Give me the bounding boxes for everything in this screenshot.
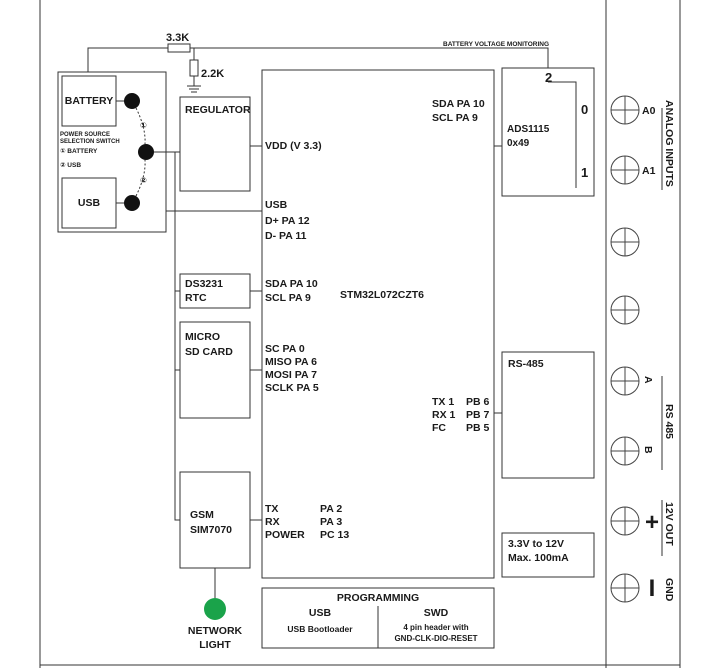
programming-title: PROGRAMMING (337, 592, 419, 604)
usb-label: USB (78, 197, 101, 209)
gsm-pin-power: POWER (265, 529, 305, 541)
battery-monitor-wire (87, 47, 549, 73)
minus-sign: I (649, 575, 656, 602)
battery-monitor-label: BATTERY VOLTAGE MONITORING (443, 41, 549, 48)
rs485-pin-tx: TX 1 (432, 396, 454, 408)
adc-channel-2: 2 (545, 70, 552, 85)
switch-throw-lines (135, 107, 146, 197)
analog-group-label: ANALOG INPUTS (663, 100, 675, 187)
out-group-label: 12V OUT (663, 502, 675, 546)
rtc-box (179, 273, 251, 309)
adc-channel-1: 1 (581, 165, 588, 180)
gsm-label-2: SIM7070 (190, 524, 232, 536)
gsm-port-power: PC 13 (320, 529, 349, 541)
gsm-pin-tx: TX (265, 503, 278, 515)
resistor-2k2-label: 2.2K (201, 68, 224, 80)
rs485-box (501, 351, 595, 479)
terminal-a-label: A (642, 376, 654, 384)
adc-channel-lines (548, 81, 577, 188)
power-bus-wires (154, 151, 262, 521)
resistor-3k3 (167, 43, 191, 53)
selector-option-2: ② USB (60, 162, 81, 169)
sdcard-pin-miso: MISO PA 6 (265, 356, 317, 368)
resistor-2k2 (189, 59, 199, 77)
sdcard-pin-sc: SC PA 0 (265, 343, 305, 355)
sdcard-box (179, 321, 251, 419)
sdcard-pin-mosi: MOSI PA 7 (265, 369, 317, 381)
gsm-port-rx: PA 3 (320, 516, 342, 528)
usb-pins-title: USB (265, 199, 288, 211)
rtc-label-2: RTC (185, 292, 207, 304)
gsm-pin-rx: RX (265, 516, 280, 528)
rs485-pin-rx: RX 1 (432, 409, 456, 421)
enclosure-outline (39, 0, 681, 668)
sdcard-label-1: MICRO (185, 331, 220, 343)
network-light-label-1: NETWORK (188, 625, 243, 637)
rtc-sda-pin: SDA PA 10 (265, 278, 318, 290)
network-light-label-2: LIGHT (199, 639, 231, 651)
battery-contact-dot (124, 93, 140, 109)
rs485-title: RS-485 (508, 358, 544, 370)
switch-marker-1: ① (140, 121, 147, 130)
rs485-port-fc: PB 5 (466, 422, 490, 434)
switch-marker-2: ② (140, 176, 147, 185)
terminal-screw-3 (610, 227, 640, 257)
adc-name: ADS1115 (507, 124, 550, 135)
battery-label: BATTERY (65, 95, 113, 107)
rs485-port-rx: PB 7 (466, 409, 490, 421)
selector-option-1: ① BATTERY (60, 148, 98, 155)
terminal-a1-label: A1 (642, 165, 656, 177)
rs485-pin-fc: FC (432, 422, 446, 434)
gnd-group-label: GND (663, 578, 675, 602)
booster-label-1: 3.3V to 12V (508, 538, 564, 550)
usb-dminus-pin: D- PA 11 (265, 230, 307, 242)
usb-contact-dot (124, 195, 140, 211)
rtc-label-1: DS3231 (185, 278, 223, 290)
sdcard-pin-sclk: SCLK PA 5 (265, 382, 319, 394)
gsm-label-1: GSM (190, 509, 214, 521)
terminal-a0-label: A0 (642, 105, 656, 117)
terminal-block (610, 95, 640, 603)
rs485-group-label: RS 485 (663, 404, 675, 439)
programming-swd-title: SWD (424, 607, 449, 619)
terminal-screw-5 (610, 366, 640, 396)
rs485-port-tx: PB 6 (466, 396, 490, 408)
terminal-screw-6 (610, 436, 640, 466)
selector-title-2: SELECTION SWITCH (60, 139, 120, 145)
adc-channel-0: 0 (581, 102, 588, 117)
adc-scl-pin: SCL PA 9 (432, 112, 478, 124)
terminal-b-label: B (642, 446, 654, 454)
common-contact-dot (138, 144, 154, 160)
booster-label-2: Max. 100mA (508, 552, 569, 564)
adc-box (501, 67, 595, 197)
adc-address: 0x49 (507, 138, 530, 149)
programming-usb-desc: USB Bootloader (287, 624, 353, 634)
terminal-screw-8 (610, 573, 640, 603)
mcu-name: STM32L072CZT6 (340, 289, 424, 301)
terminal-screw-1 (610, 95, 640, 125)
regulator-label: REGULATOR (185, 104, 251, 116)
terminal-screw-4 (610, 295, 640, 325)
plus-sign: + (645, 509, 659, 536)
vdd-label: VDD (V 3.3) (265, 140, 322, 152)
programming-usb-title: USB (309, 607, 332, 619)
network-light-led (204, 598, 226, 620)
mcu-block (261, 69, 495, 579)
usb-dplus-pin: D+ PA 12 (265, 215, 310, 227)
booster-box (501, 532, 595, 578)
gsm-port-tx: PA 2 (320, 503, 342, 515)
sdcard-label-2: SD CARD (185, 346, 233, 358)
programming-swd-desc-1: 4 pin header with (403, 623, 468, 632)
selector-title-1: POWER SOURCE (60, 132, 110, 138)
programming-swd-desc-2: GND-CLK-DIO-RESET (394, 634, 477, 643)
usb-box (61, 177, 117, 229)
terminal-screw-2 (610, 155, 640, 185)
rtc-scl-pin: SCL PA 9 (265, 292, 311, 304)
adc-sda-pin: SDA PA 10 (432, 98, 485, 110)
resistor-3k3-label: 3.3K (166, 32, 189, 44)
regulator-box (179, 96, 251, 192)
terminal-screw-7 (610, 506, 640, 536)
resistor-2k2-wire (187, 48, 201, 93)
